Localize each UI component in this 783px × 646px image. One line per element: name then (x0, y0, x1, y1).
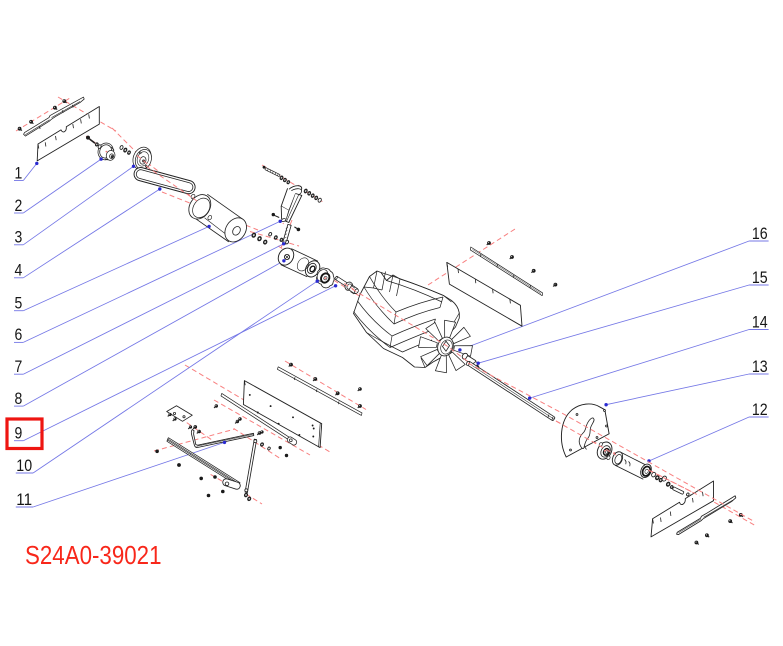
svg-text:7: 7 (15, 358, 23, 376)
svg-text:1: 1 (15, 164, 23, 182)
svg-text:12: 12 (752, 401, 768, 419)
svg-text:15: 15 (752, 269, 768, 287)
svg-text:8: 8 (15, 390, 23, 408)
svg-text:4: 4 (15, 262, 23, 280)
svg-text:16: 16 (752, 225, 768, 243)
svg-text:3: 3 (15, 229, 23, 247)
svg-text:5: 5 (15, 295, 23, 313)
svg-text:14: 14 (752, 313, 768, 331)
svg-text:11: 11 (16, 491, 32, 509)
svg-text:6: 6 (15, 326, 23, 344)
svg-text:13: 13 (752, 358, 768, 376)
svg-text:2: 2 (15, 197, 23, 215)
svg-text:10: 10 (16, 457, 32, 475)
svg-text:9: 9 (15, 425, 23, 443)
svg-text:S24A0-39021: S24A0-39021 (25, 542, 162, 570)
